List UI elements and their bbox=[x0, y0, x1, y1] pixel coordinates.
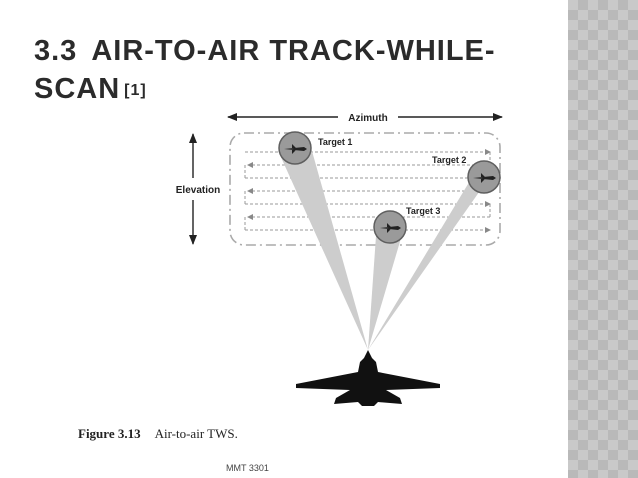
radar-beam-target-1 bbox=[280, 144, 368, 350]
target-1-aircraft-icon bbox=[284, 144, 307, 154]
tws-diagram: Azimuth Elevation Target 1 Target 2 Targ… bbox=[176, 113, 503, 406]
target-1-label: Target 1 bbox=[318, 137, 352, 147]
figure-caption: Figure 3.13 Air-to-air TWS. bbox=[78, 426, 238, 442]
azimuth-label: Azimuth bbox=[348, 113, 387, 124]
slide-title: 3.3 AIR-TO-AIR TRACK-WHILE- SCAN[1] bbox=[34, 32, 554, 108]
title-number: 3.3 bbox=[34, 35, 78, 67]
elevation-label: Elevation bbox=[176, 185, 220, 196]
figure-caption-text: Air-to-air TWS. bbox=[154, 426, 238, 441]
target-3: Target 3 bbox=[373, 206, 440, 244]
title-reference: [1] bbox=[124, 82, 147, 99]
decorative-side-panel bbox=[568, 0, 638, 478]
figure-caption-number: Figure 3.13 bbox=[78, 426, 141, 441]
target-2-label: Target 2 bbox=[432, 155, 466, 165]
target-1: Target 1 bbox=[278, 131, 352, 165]
target-3-aircraft-icon bbox=[380, 223, 401, 233]
scan-volume-boundary bbox=[229, 132, 501, 246]
radar-beam-target-3 bbox=[368, 228, 404, 350]
title-line-2: SCAN bbox=[34, 73, 121, 105]
title-line-1: AIR-TO-AIR TRACK-WHILE- bbox=[91, 35, 496, 67]
target-2: Target 2 bbox=[432, 155, 501, 194]
target-3-label: Target 3 bbox=[406, 206, 440, 216]
target-2-aircraft-icon bbox=[473, 173, 496, 183]
slide-footer: MMT 3301 bbox=[226, 463, 269, 473]
fighter-aircraft-icon bbox=[296, 350, 440, 406]
radar-beam-target-2 bbox=[368, 168, 496, 350]
